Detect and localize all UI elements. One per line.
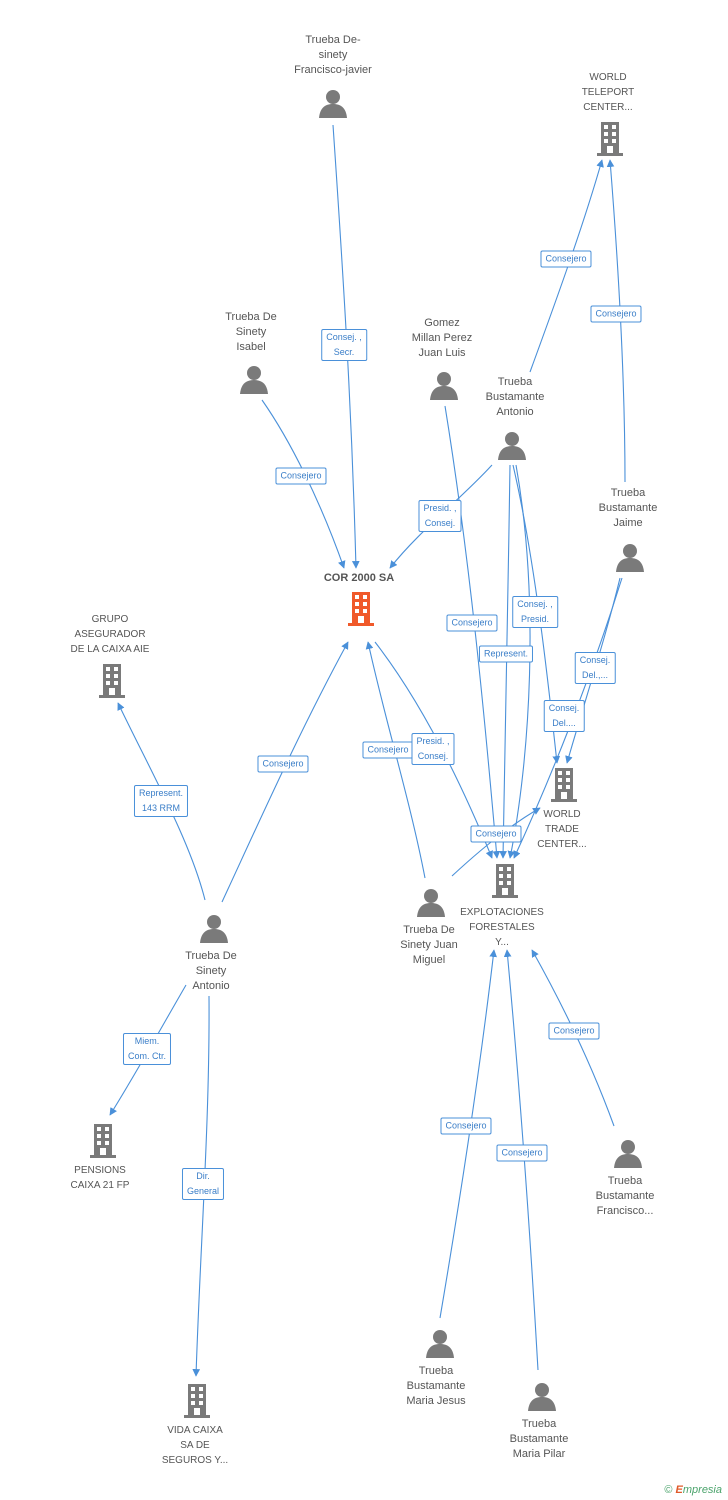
person-icon[interactable] bbox=[497, 430, 527, 460]
edge-label-consej-presid[interactable]: Consej. , Presid. bbox=[512, 596, 558, 628]
edge-label-consej-del-1[interactable]: Consej. Del.,... bbox=[574, 652, 616, 684]
node-label-grupo-asegurador: GRUPO ASEGURADOR DE LA CAIXA AIE bbox=[70, 614, 150, 655]
person-icon[interactable] bbox=[615, 542, 645, 572]
edge-gomez-explot bbox=[444, 405, 501, 859]
edge-label-consejero-maria-pilar[interactable]: Consejero bbox=[496, 1144, 548, 1162]
building-icon[interactable] bbox=[182, 1384, 212, 1418]
edge-label-consejero-isabel[interactable]: Consejero bbox=[275, 467, 327, 485]
node-label-gomez-millan: Gomez Millan Perez Juan Luis bbox=[411, 317, 473, 359]
node-label-trueba-isabel: Trueba De Sinety Isabel bbox=[225, 311, 277, 353]
edge-label-consejero-teleport-1[interactable]: Consejero bbox=[540, 250, 592, 268]
building-icon[interactable] bbox=[88, 1124, 118, 1158]
node-label-trueba-maria-pilar: Trueba Bustamante Maria Pilar bbox=[509, 1418, 569, 1460]
edge-label-miem-com-ctr[interactable]: Miem. Com. Ctr. bbox=[122, 1033, 172, 1065]
edge-label-consejero-gomez[interactable]: Consejero bbox=[446, 614, 498, 632]
edge-label-consejero-antonio-s[interactable]: Consejero bbox=[257, 755, 309, 773]
edge-label-consej-secr[interactable]: Consej. , Secr. bbox=[321, 329, 367, 361]
person-icon[interactable] bbox=[239, 364, 269, 394]
edge-jm-cor bbox=[365, 641, 426, 879]
node-label-trueba-bustamante-jaime: Trueba Bustamante Jaime bbox=[598, 487, 658, 529]
building-icon[interactable] bbox=[490, 864, 520, 898]
person-icon[interactable] bbox=[416, 887, 446, 917]
building-icon[interactable] bbox=[595, 122, 625, 156]
person-icon[interactable] bbox=[429, 370, 459, 400]
edge-label-consej-del-2[interactable]: Consej. Del.... bbox=[543, 700, 585, 732]
node-label-trueba-francisco-b: Trueba Bustamante Francisco... bbox=[595, 1175, 655, 1217]
node-label-world-teleport: WORLD TELEPORT CENTER... bbox=[581, 72, 635, 113]
edge-label-consejero-maria-jesus[interactable]: Consejero bbox=[440, 1117, 492, 1135]
edge-label-represent-143[interactable]: Represent. 143 RRM bbox=[133, 785, 189, 817]
building-icon[interactable] bbox=[97, 664, 127, 698]
edge-antoniob-explot-2 bbox=[507, 464, 531, 859]
node-label-trueba-francisco-javier: Trueba De- sinety Francisco-javier bbox=[294, 34, 372, 76]
edge-label-presid-consej-top[interactable]: Presid. , Consej. bbox=[418, 500, 462, 532]
person-icon[interactable] bbox=[318, 88, 348, 118]
node-label-vida-caixa: VIDA CAIXA SA DE SEGUROS Y... bbox=[161, 1425, 229, 1466]
node-label-world-trade: WORLD TRADE CENTER... bbox=[537, 809, 587, 850]
node-label-trueba-maria-jesus: Trueba Bustamante Maria Jesus bbox=[406, 1365, 466, 1407]
building-icon[interactable] bbox=[549, 768, 579, 802]
person-icon[interactable] bbox=[613, 1138, 643, 1168]
node-label-pensions: PENSIONS CAIXA 21 FP bbox=[70, 1165, 130, 1191]
person-icon[interactable] bbox=[199, 913, 229, 943]
edge-label-consejero-mid[interactable]: Consejero bbox=[362, 741, 414, 759]
edge-mj-explot bbox=[439, 949, 498, 1319]
edge-antonios-cor bbox=[221, 641, 349, 903]
node-label-explotaciones: EXPLOTACIONES FORESTALES Y... bbox=[460, 907, 544, 948]
edge-label-consejero-francisco[interactable]: Consejero bbox=[548, 1022, 600, 1040]
edge-label-dir-general[interactable]: Dir. General bbox=[181, 1168, 225, 1200]
copyright-symbol: © bbox=[664, 1484, 673, 1496]
person-icon[interactable] bbox=[527, 1381, 557, 1411]
building-icon[interactable] bbox=[346, 592, 376, 626]
node-label-cor-2000: COR 2000 SA bbox=[323, 572, 395, 584]
node-label-trueba-bustamante-antonio: Trueba Bustamante Antonio bbox=[485, 376, 545, 418]
edge-label-represent[interactable]: Represent. bbox=[478, 645, 534, 663]
edge-label-presid-consej-mid[interactable]: Presid. , Consej. bbox=[411, 733, 455, 765]
person-icon[interactable] bbox=[425, 1328, 455, 1358]
empresia-logo: © Empresia bbox=[664, 1484, 722, 1496]
node-label-trueba-juan-miguel: Trueba De Sinety Juan Miguel bbox=[400, 924, 458, 966]
edge-antoniob-explot bbox=[499, 464, 511, 859]
logo-initial: E bbox=[675, 1484, 683, 1496]
edge-label-consejero-teleport-2[interactable]: Consejero bbox=[590, 305, 642, 323]
edge-label-consejero-jm[interactable]: Consejero bbox=[470, 825, 522, 843]
logo-text: mpresia bbox=[682, 1484, 722, 1496]
node-label-trueba-de-sinety-antonio: Trueba De Sinety Antonio bbox=[185, 950, 237, 992]
